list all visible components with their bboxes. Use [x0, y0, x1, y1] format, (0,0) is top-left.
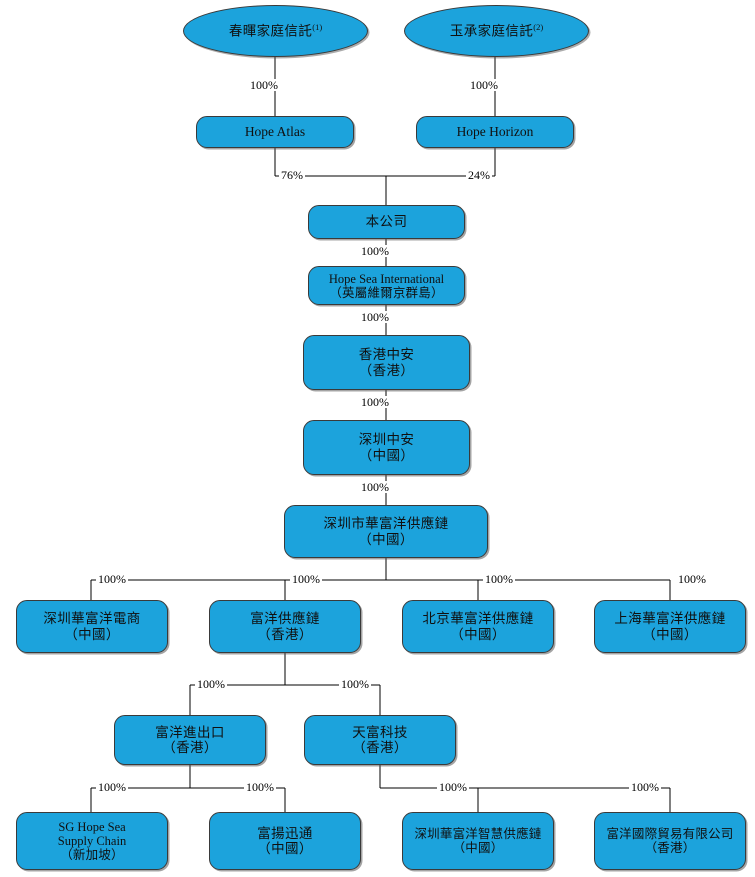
node-shanghai-huafuyang-supply-chain[interactable]: 上海華富洋供應鏈 （中國）	[594, 600, 746, 653]
node-label-line2: （中國）	[64, 626, 120, 642]
node-label-line1: 北京華富洋供應鏈	[422, 611, 534, 627]
edge-label-szhfy-to-beijing: 100%	[483, 572, 515, 586]
edge-label-hsi-to-hkzhongan: 100%	[359, 310, 391, 324]
edge-label-atlas-to-company: 76%	[279, 168, 305, 182]
node-label-line1: 富洋供應鏈	[250, 611, 320, 627]
edge-label-importexport-to-xuntong: 100%	[244, 780, 276, 794]
node-label-line2: （中國）	[358, 447, 415, 463]
edge-label-yucheng-to-horizon: 100%	[468, 78, 500, 92]
footnote-marker: (2)	[533, 22, 544, 33]
edge-label-szhfy-to-shanghai: 100%	[676, 572, 708, 586]
node-shenzhen-huafuyang-supply-chain[interactable]: 深圳市華富洋供應鏈 （中國）	[284, 505, 488, 558]
node-fuyang-xuntong[interactable]: 富揚迅通 （中國）	[209, 812, 361, 870]
node-label-line2: （中國）	[642, 626, 698, 642]
node-shenzhen-huafuyang-ecommerce[interactable]: 深圳華富洋電商 （中國）	[16, 600, 168, 653]
node-tianfu-technology[interactable]: 天富科技 （香港）	[304, 715, 456, 765]
node-label-line1: 天富科技	[352, 724, 408, 740]
edge-label-szhfy-to-fuyang-hk: 100%	[290, 572, 322, 586]
node-label-line3: （新加坡）	[60, 848, 124, 862]
node-yucheng-family-trust[interactable]: 玉承家庭信託(2)	[404, 5, 589, 57]
node-label: 本公司	[365, 214, 408, 230]
node-label-line1: 深圳中安	[358, 432, 415, 448]
node-label-line2: （英屬維爾京群島）	[329, 285, 444, 300]
node-label: 春暉家庭信託(1)	[228, 22, 323, 39]
node-label-line1: Hope Sea International	[328, 271, 445, 286]
node-label-line2: （香港）	[162, 740, 218, 755]
node-label-line2: Supply Chain	[57, 834, 127, 848]
node-label: 玉承家庭信託(2)	[449, 22, 544, 39]
node-label-line2: （香港）	[644, 841, 696, 855]
node-fuyang-international-trade[interactable]: 富洋國際貿易有限公司 （香港）	[594, 812, 746, 870]
node-the-company[interactable]: 本公司	[308, 205, 465, 239]
edge-label-tianfu-to-smart: 100%	[437, 780, 469, 794]
node-label-line1: SG Hope Sea	[58, 820, 126, 834]
edge-label-company-to-hsi: 100%	[359, 244, 391, 258]
edge-label-fuyanghk-to-importexport: 100%	[195, 677, 227, 691]
edge-label-tianfu-to-intltrade: 100%	[629, 780, 661, 794]
node-shenzhen-zhongan[interactable]: 深圳中安 （中國）	[303, 420, 470, 475]
node-hongkong-zhongan[interactable]: 香港中安 （香港）	[303, 335, 470, 390]
node-hope-horizon[interactable]: Hope Horizon	[416, 116, 574, 148]
node-label-line1: 上海華富洋供應鏈	[614, 611, 726, 627]
node-label-line1: 深圳市華富洋供應鏈	[323, 516, 449, 532]
node-label-line2: （香港）	[257, 626, 313, 642]
edge-label-szzhongan-to-szhfy: 100%	[359, 480, 391, 494]
node-hope-atlas[interactable]: Hope Atlas	[196, 116, 354, 148]
node-label: Hope Atlas	[244, 124, 306, 140]
edge-label-horizon-to-company: 24%	[466, 168, 492, 182]
node-label-line2: （香港）	[358, 362, 415, 378]
node-hope-sea-international[interactable]: Hope Sea International （英屬維爾京群島）	[308, 266, 465, 305]
node-label: Hope Horizon	[456, 124, 534, 140]
node-label-line2: （中國）	[450, 626, 506, 642]
edge-label-fuyanghk-to-tianfu: 100%	[339, 677, 371, 691]
node-chunhui-family-trust[interactable]: 春暉家庭信託(1)	[183, 5, 368, 57]
node-label-line2: （中國）	[257, 841, 313, 856]
node-label-line1: 富揚迅通	[257, 825, 313, 841]
node-fuyang-import-export[interactable]: 富洋進出口 （香港）	[114, 715, 266, 765]
node-sg-hope-sea-supply-chain[interactable]: SG Hope Sea Supply Chain （新加坡）	[16, 812, 168, 870]
edge-label-chunhui-to-atlas: 100%	[248, 78, 280, 92]
node-label-line2: （中國）	[358, 531, 414, 547]
node-label-line1: 深圳華富洋電商	[43, 611, 141, 627]
node-fuyang-supply-chain-hk[interactable]: 富洋供應鏈 （香港）	[209, 600, 361, 653]
edge-label-importexport-to-sg: 100%	[96, 780, 128, 794]
edge-label-szhfy-to-ecommerce: 100%	[96, 572, 128, 586]
node-label-line1: 深圳華富洋智慧供應鏈	[414, 827, 542, 841]
node-label-line1: 香港中安	[358, 347, 415, 363]
node-beijing-huafuyang-supply-chain[interactable]: 北京華富洋供應鏈 （中國）	[402, 600, 554, 653]
node-label-line1: 富洋進出口	[155, 724, 225, 740]
node-label-line2: （香港）	[352, 740, 408, 755]
node-shenzhen-huafuyang-smart-supply-chain[interactable]: 深圳華富洋智慧供應鏈 （中國）	[402, 812, 554, 870]
node-label-line1: 富洋國際貿易有限公司	[606, 827, 734, 841]
edge-label-hkzhongan-to-szzhongan: 100%	[359, 395, 391, 409]
node-label-line2: （中國）	[452, 841, 504, 855]
footnote-marker: (1)	[312, 22, 323, 33]
